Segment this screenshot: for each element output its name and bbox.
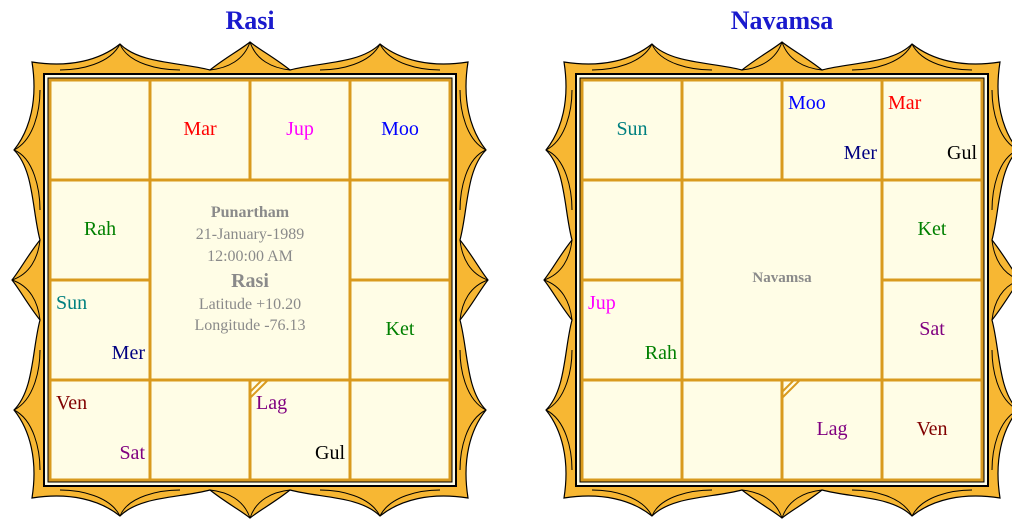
navamsa-planet-gul: Gul xyxy=(947,142,977,164)
navamsa-planet-ven: Ven xyxy=(882,418,982,440)
navamsa-house-virgo: Ven xyxy=(882,380,982,480)
rasi-planet-sat: Sat xyxy=(119,442,145,464)
rasi-planet-rah: Rah xyxy=(50,218,150,240)
rasi-planet-lag: Lag xyxy=(256,392,287,414)
rasi-chart: Punartham 21-January-1989 12:00:00 AM Ra… xyxy=(10,40,490,520)
navamsa-chart-title: Navamsa xyxy=(542,4,1012,38)
navamsa-house-scorpio xyxy=(682,380,782,480)
rasi-planet-jup: Jup xyxy=(250,118,350,140)
rasi-birth-date: 21-January-1989 xyxy=(150,224,350,246)
rasi-planet-gul: Gul xyxy=(315,442,345,464)
rasi-house-cancer xyxy=(350,180,450,280)
navamsa-house-aquarius xyxy=(582,180,682,280)
navamsa-planet-rah: Rah xyxy=(645,342,677,364)
navamsa-planet-moo: Moo xyxy=(788,92,826,114)
navamsa-house-pisces: Sun xyxy=(582,80,682,180)
rasi-planet-sun: Sun xyxy=(56,292,87,314)
rasi-longitude: Longitude -76.13 xyxy=(150,315,350,336)
rasi-house-aries: Mar xyxy=(150,80,250,180)
navamsa-planet-sat: Sat xyxy=(882,318,982,340)
rasi-chart-title: Rasi xyxy=(10,4,490,38)
rasi-planet-mer: Mer xyxy=(112,342,145,364)
rasi-house-gemini: Moo xyxy=(350,80,450,180)
navamsa-center-panel: Navamsa xyxy=(682,180,882,380)
rasi-birth-time: 12:00:00 AM xyxy=(150,246,350,268)
navamsa-planet-ket: Ket xyxy=(882,218,982,240)
navamsa-planet-jup: Jup xyxy=(588,292,616,314)
rasi-planet-moo: Moo xyxy=(350,118,450,140)
rasi-house-aquarius: Rah xyxy=(50,180,150,280)
navamsa-center-title: Navamsa xyxy=(682,268,882,288)
rasi-center-panel: Punartham 21-January-1989 12:00:00 AM Ra… xyxy=(150,180,350,380)
rasi-latitude: Latitude +10.20 xyxy=(150,294,350,315)
navamsa-house-aries xyxy=(682,80,782,180)
rasi-house-pisces xyxy=(50,80,150,180)
navamsa-planet-lag: Lag xyxy=(782,418,882,440)
navamsa-planet-mar: Mar xyxy=(888,92,921,114)
rasi-planet-ven: Ven xyxy=(56,392,87,414)
rasi-planet-mar: Mar xyxy=(150,118,250,140)
navamsa-planet-sun: Sun xyxy=(582,118,682,140)
rasi-house-leo: Ket xyxy=(350,280,450,380)
rasi-house-taurus: Jup xyxy=(250,80,350,180)
navamsa-planet-mer: Mer xyxy=(844,142,877,164)
rasi-nakshatra: Punartham xyxy=(150,202,350,224)
navamsa-house-sagittarius xyxy=(582,380,682,480)
rasi-center-title: Rasi xyxy=(150,268,350,294)
rasi-planet-ket: Ket xyxy=(350,318,450,340)
navamsa-house-leo: Sat xyxy=(882,280,982,380)
rasi-house-scorpio xyxy=(150,380,250,480)
rasi-house-virgo xyxy=(350,380,450,480)
navamsa-house-libra: Lag xyxy=(782,380,882,480)
navamsa-house-cancer: Ket xyxy=(882,180,982,280)
